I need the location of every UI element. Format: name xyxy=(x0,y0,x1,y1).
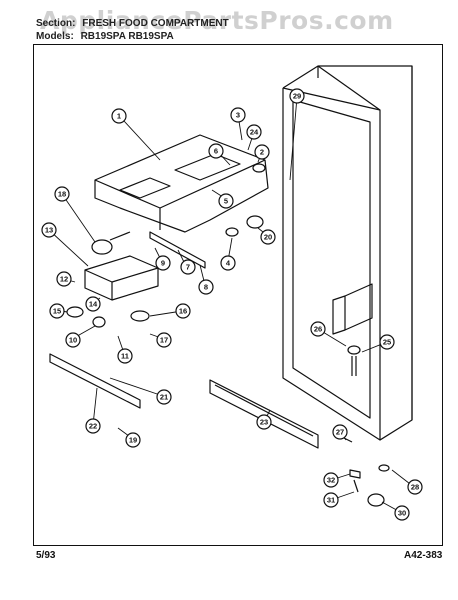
svg-text:3: 3 xyxy=(236,111,240,120)
grille xyxy=(209,379,319,449)
svg-text:30: 30 xyxy=(398,509,406,518)
svg-text:6: 6 xyxy=(214,147,218,156)
svg-text:25: 25 xyxy=(383,338,391,347)
svg-text:29: 29 xyxy=(293,92,301,101)
svg-text:19: 19 xyxy=(129,436,137,445)
callout-32: 32 xyxy=(323,472,339,488)
svg-text:31: 31 xyxy=(327,496,335,505)
small-parts xyxy=(66,163,390,507)
callout-21: 21 xyxy=(156,389,172,405)
bracket-strip xyxy=(149,231,206,269)
section-line: Section: FRESH FOOD COMPARTMENT xyxy=(36,18,229,29)
svg-text:27: 27 xyxy=(336,428,344,437)
callout-11: 11 xyxy=(117,348,133,364)
callout-15: 15 xyxy=(49,303,65,319)
callout-27: 27 xyxy=(332,424,348,440)
callout-28: 28 xyxy=(407,479,423,495)
svg-text:4: 4 xyxy=(226,259,231,268)
callout-13: 13 xyxy=(41,222,57,238)
models-line: Models: RB19SPA RB19SPA xyxy=(36,31,174,42)
models-label: Models: xyxy=(36,31,74,42)
svg-text:11: 11 xyxy=(121,352,129,361)
callout-24: 24 xyxy=(246,124,262,140)
section-value: FRESH FOOD COMPARTMENT xyxy=(82,18,229,29)
callout-14: 14 xyxy=(85,296,101,312)
leader-lines xyxy=(48,96,415,514)
svg-text:24: 24 xyxy=(250,128,259,137)
svg-text:9: 9 xyxy=(161,259,165,268)
callout-1: 1 xyxy=(111,108,127,124)
diagram-frame xyxy=(33,44,443,546)
callout-5: 5 xyxy=(218,193,234,209)
callout-20: 20 xyxy=(260,229,276,245)
callout-30: 30 xyxy=(394,505,410,521)
cabinet-liner xyxy=(282,65,413,441)
svg-text:14: 14 xyxy=(89,300,98,309)
svg-text:2: 2 xyxy=(260,148,264,157)
callout-6: 6 xyxy=(208,143,224,159)
callout-17: 17 xyxy=(156,332,172,348)
callout-4: 4 xyxy=(220,255,236,271)
svg-text:8: 8 xyxy=(204,283,208,292)
svg-text:22: 22 xyxy=(89,422,97,431)
svg-text:10: 10 xyxy=(69,336,77,345)
svg-text:17: 17 xyxy=(160,336,168,345)
callout-29: 29 xyxy=(289,88,305,104)
control-housing xyxy=(94,134,269,233)
callout-19: 19 xyxy=(125,432,141,448)
thermostat-assembly xyxy=(84,231,159,301)
callout-18: 18 xyxy=(54,186,70,202)
callout-3: 3 xyxy=(230,107,246,123)
section-label: Section: xyxy=(36,18,76,29)
svg-text:32: 32 xyxy=(327,476,335,485)
models-value: RB19SPA RB19SPA xyxy=(80,31,174,42)
svg-text:5: 5 xyxy=(224,197,228,206)
svg-text:13: 13 xyxy=(45,226,53,235)
svg-text:23: 23 xyxy=(260,418,268,427)
callout-22: 22 xyxy=(85,418,101,434)
callout-9: 9 xyxy=(155,255,171,271)
svg-text:15: 15 xyxy=(53,307,61,316)
callout-7: 7 xyxy=(180,259,196,275)
callout-8: 8 xyxy=(198,279,214,295)
callout-23: 23 xyxy=(256,414,272,430)
svg-text:21: 21 xyxy=(160,393,168,402)
watermark: AppliancePartsPros.com xyxy=(40,6,394,35)
callout-2: 2 xyxy=(254,144,270,160)
svg-text:28: 28 xyxy=(411,483,419,492)
svg-text:26: 26 xyxy=(314,325,322,334)
svg-text:16: 16 xyxy=(179,307,187,316)
svg-text:20: 20 xyxy=(264,233,272,242)
callout-31: 31 xyxy=(323,492,339,508)
callout-16: 16 xyxy=(175,303,191,319)
svg-text:18: 18 xyxy=(58,190,66,199)
callout-26: 26 xyxy=(310,321,326,337)
callout-12: 12 xyxy=(56,271,72,287)
mounting-strip xyxy=(49,353,141,409)
callout-10: 10 xyxy=(65,332,81,348)
svg-text:1: 1 xyxy=(117,112,121,121)
footer-code: A42-383 xyxy=(404,550,443,561)
svg-text:12: 12 xyxy=(60,275,68,284)
footer-date: 5/93 xyxy=(36,550,56,561)
svg-text:7: 7 xyxy=(186,263,190,272)
callout-25: 25 xyxy=(379,334,395,350)
